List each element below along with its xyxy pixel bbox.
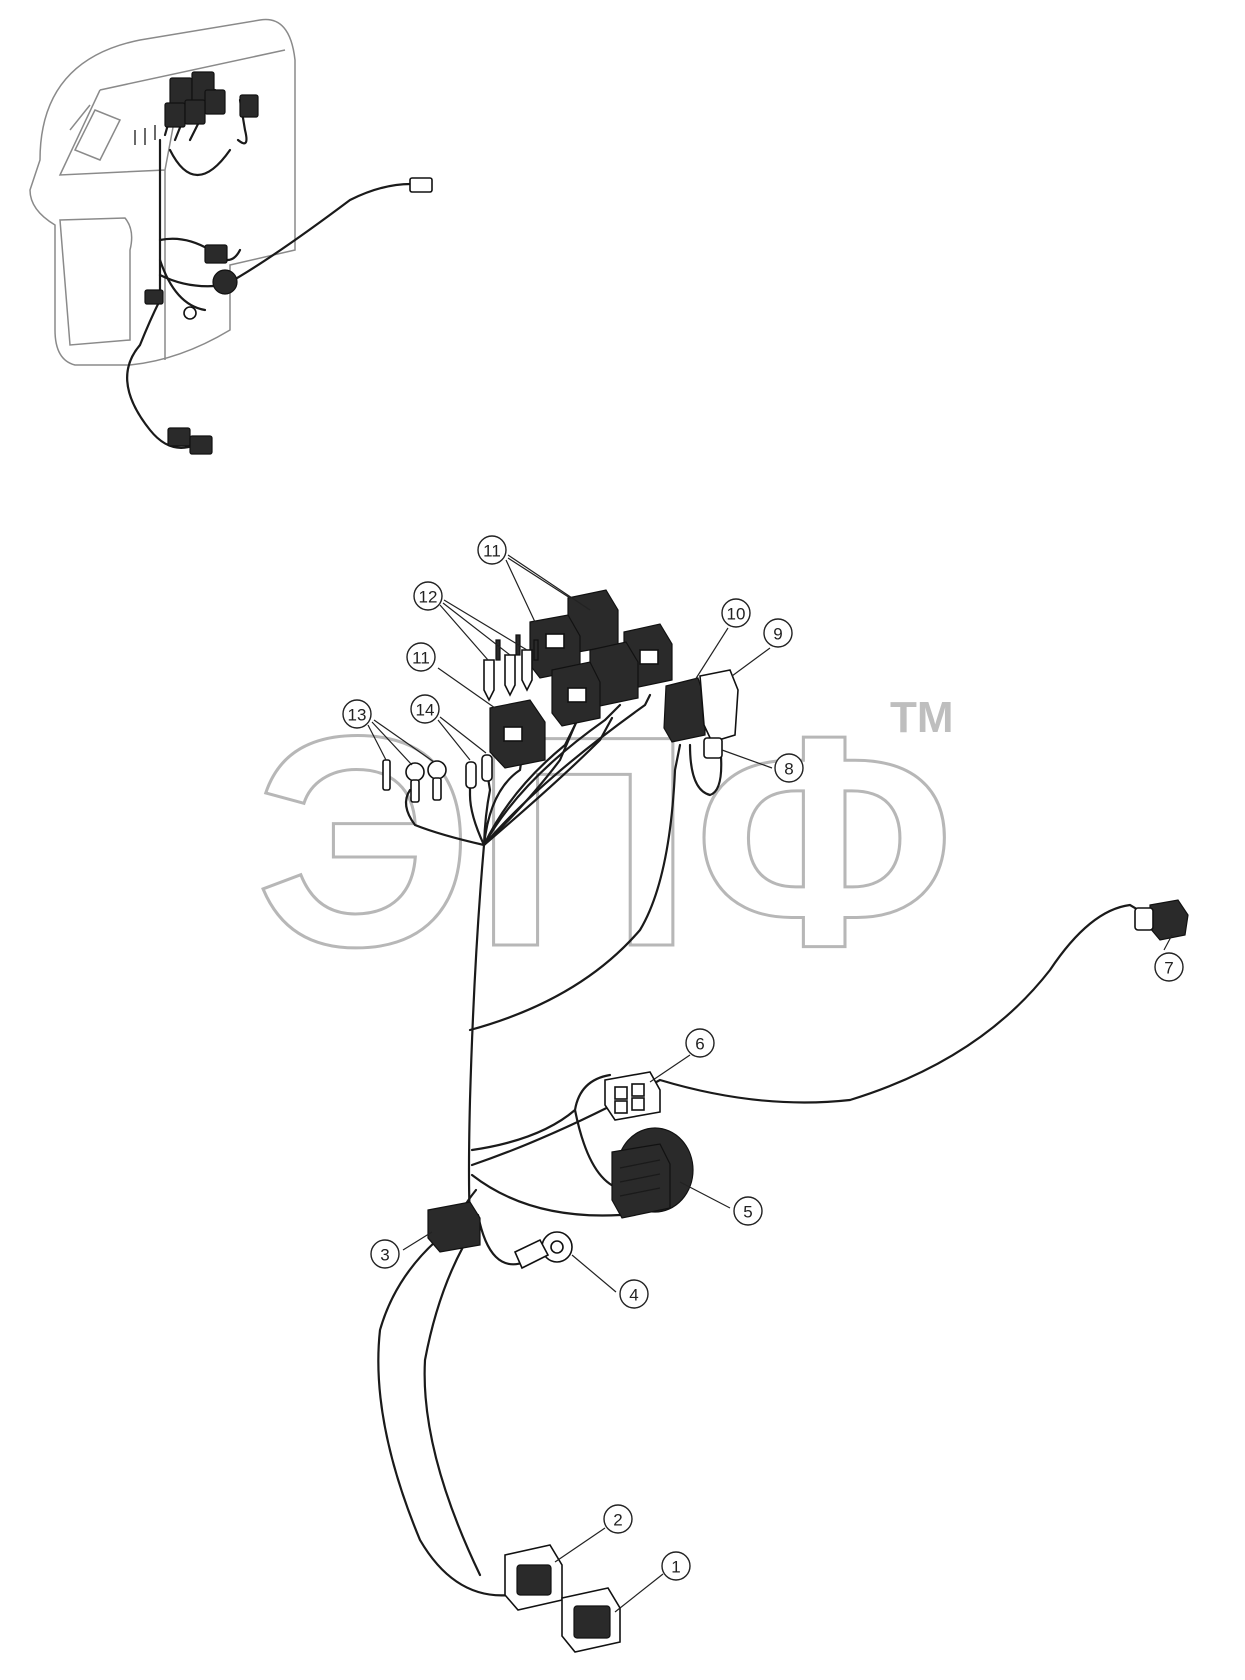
callout-circle [406, 642, 436, 672]
callout-4: 4 [619, 1279, 649, 1309]
harness-wires [377, 693, 1157, 1597]
connector-4 [513, 1231, 573, 1270]
connector-6 [604, 1071, 661, 1121]
callout-circle [603, 1504, 633, 1534]
callout-circle [342, 699, 372, 729]
connector-7 [1134, 899, 1189, 941]
callout-3: 3 [370, 1239, 400, 1269]
callout-circle [410, 694, 440, 724]
callout-circle [619, 1279, 649, 1309]
callout-14: 14 [410, 694, 440, 724]
callout-number: 11 [412, 649, 430, 668]
connector-1 [561, 1587, 621, 1653]
callout-7: 7 [1154, 952, 1184, 982]
callout-2: 2 [603, 1504, 633, 1534]
callout-number: 10 [727, 605, 746, 624]
callout-circle [661, 1551, 691, 1581]
spade-terminals [483, 634, 539, 702]
callout-11: 11 [477, 535, 507, 565]
callout-8: 8 [774, 753, 804, 783]
callout-11: 11 [406, 642, 436, 672]
callout-circle [721, 598, 751, 628]
callout-1: 1 [661, 1551, 691, 1581]
dashboard-panel-inset [29, 18, 433, 455]
callout-circle [413, 581, 443, 611]
connector-3 [427, 1201, 481, 1253]
ring-terminals [382, 759, 447, 803]
callout-number: 1 [671, 1558, 680, 1577]
connector-5 [611, 1127, 694, 1219]
callout-circle [477, 535, 507, 565]
callout-number: 14 [416, 701, 435, 720]
callout-circle [370, 1239, 400, 1269]
callout-number: 3 [380, 1246, 389, 1265]
callout-10: 10 [721, 598, 751, 628]
callout-number: 9 [773, 625, 782, 644]
callout-circle [733, 1196, 763, 1226]
bullet-terminals [465, 754, 493, 789]
callout-number: 11 [483, 542, 501, 561]
callout-6: 6 [685, 1028, 715, 1058]
connector-10 [663, 677, 706, 743]
callout-number: 12 [419, 588, 438, 607]
connector-8 [703, 737, 723, 759]
watermark-trademark: TM [890, 693, 954, 742]
callout-13: 13 [342, 699, 372, 729]
connectors [382, 589, 1189, 1653]
callout-number: 5 [743, 1203, 752, 1222]
callout-9: 9 [763, 618, 793, 648]
callout-circle [774, 753, 804, 783]
connector-2 [504, 1544, 563, 1611]
callout-12: 12 [413, 581, 443, 611]
callout-5: 5 [733, 1196, 763, 1226]
connector-9 [699, 669, 739, 743]
callout-circle [763, 618, 793, 648]
callout-number: 8 [784, 760, 793, 779]
callout-number: 7 [1164, 959, 1173, 978]
callout-number: 2 [613, 1511, 622, 1530]
relay-connector-group [489, 589, 673, 769]
callout-number: 13 [348, 706, 367, 725]
callout-number: 6 [695, 1035, 704, 1054]
leader-lines [367, 554, 1173, 1613]
callout-circle [1154, 952, 1184, 982]
callout-circle [685, 1028, 715, 1058]
callout-number: 4 [629, 1286, 638, 1305]
